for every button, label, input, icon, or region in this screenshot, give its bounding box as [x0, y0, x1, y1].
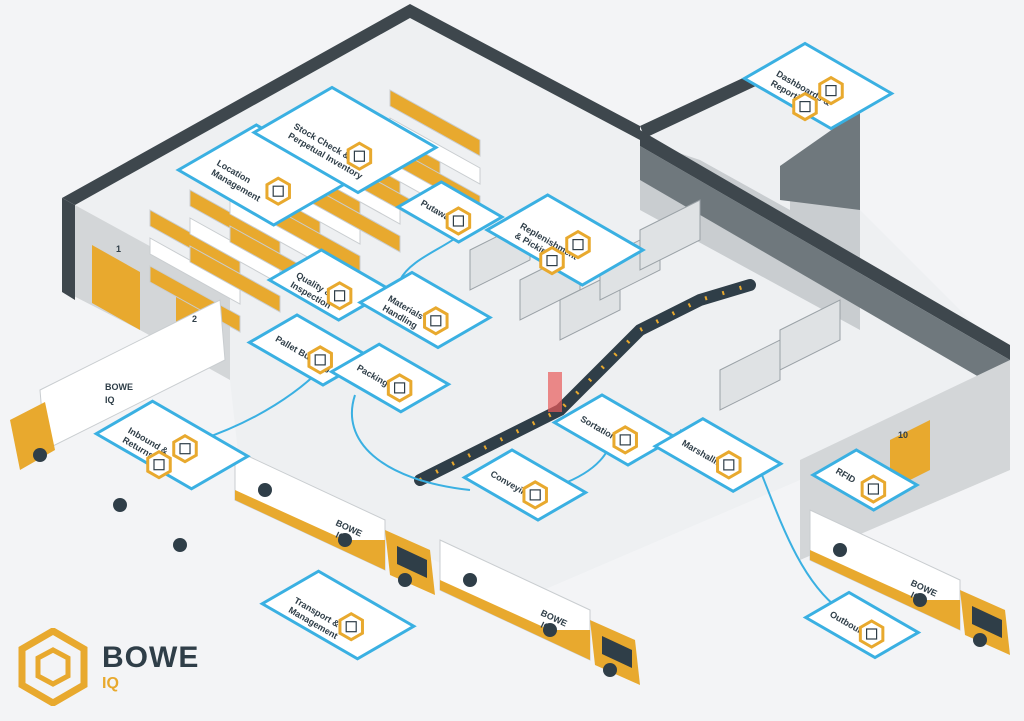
dock-door-10 [890, 420, 930, 490]
right-wall [640, 146, 1010, 395]
dock-number-2: 2 [192, 314, 197, 324]
bowe-iq-logo: BOWE IQ [18, 628, 199, 706]
conveyor-line [414, 279, 756, 486]
module-card-marshalling[interactable]: Marshalling [652, 417, 784, 493]
rack-shelf [389, 89, 481, 157]
truck: BOWE IQ [10, 299, 226, 552]
outbound-arrow-icon [858, 619, 885, 649]
dock-numbers: 1 2 10 [116, 244, 908, 440]
box-icon [172, 433, 198, 464]
module-card-conveying[interactable]: Conveying [461, 448, 589, 522]
pallet-icon [307, 345, 333, 375]
conveyor-icon [522, 480, 548, 510]
inbound-arrow-icon [146, 449, 172, 480]
module-card-packing[interactable]: Packing [328, 342, 452, 414]
bar-chart-icon [818, 75, 844, 106]
pallets-icon [716, 450, 742, 480]
check-icon [326, 281, 353, 311]
card-frame [328, 342, 452, 414]
module-card-transport[interactable]: Transport & YardManagement [259, 569, 417, 661]
rack-shelf [189, 245, 281, 313]
module-card-inbound[interactable]: Inbound &Returns [93, 399, 251, 491]
card-frame [93, 399, 251, 491]
package-icon [386, 373, 413, 403]
rfid-icon [860, 474, 887, 504]
card-frame [461, 448, 589, 522]
card-frame [251, 85, 439, 195]
card-frame [652, 417, 784, 493]
boxes-icon [346, 141, 373, 171]
module-card-sortation[interactable]: Sortation [551, 393, 679, 467]
boxes-icon [565, 229, 591, 260]
grid-location-icon [265, 176, 291, 206]
dock-number-10: 10 [898, 430, 908, 440]
module-card-outbound[interactable]: Outbound [802, 590, 922, 660]
monitor-chart-icon [792, 91, 818, 122]
module-card-putaway[interactable]: Putaway [395, 180, 505, 244]
shelf-icon [445, 206, 472, 236]
logo-sub: IQ [102, 674, 119, 692]
office-wall [780, 110, 860, 210]
module-cards: Dashboards &ReportingLocationManagementS… [93, 41, 922, 661]
truck-brand: BOWE [105, 382, 133, 392]
module-card-rfid[interactable]: RFID [810, 448, 920, 512]
rack-unit [719, 339, 781, 411]
truck-icon [338, 611, 364, 642]
dock-door-1 [92, 245, 140, 330]
box-icon [539, 245, 565, 276]
card-frame [357, 270, 493, 350]
truck-brand-sub: IQ [105, 395, 115, 405]
back-wall-top [62, 4, 640, 205]
logo-name: BOWE [102, 640, 200, 674]
rack-unit [639, 199, 701, 271]
forklift-icon [423, 306, 449, 336]
dock-number-1: 1 [116, 244, 121, 254]
trucks: BOWEIQBOWEIQBOWEIQBOWEIQ [10, 299, 1010, 685]
rack-unit [779, 299, 841, 371]
module-card-dashboards[interactable]: Dashboards &Reporting [741, 41, 895, 131]
card-frame [259, 569, 417, 661]
sort-icon [612, 425, 638, 455]
right-wall-top [640, 130, 1010, 360]
left-wall-edge [62, 198, 75, 300]
hexagon-cube-logo-icon [18, 628, 88, 706]
